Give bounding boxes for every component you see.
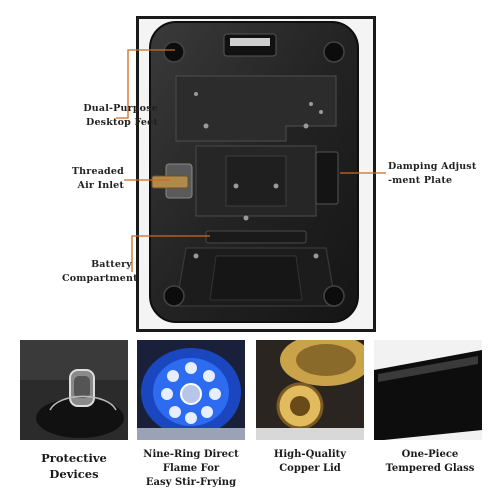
feature-caption-protective: Protective Devices [14,450,134,482]
feature-caption-copper-lid: High-Quality Copper Lid [250,448,370,476]
feature-image-flame [137,340,245,440]
feature-caption-line: Tempered Glass [385,463,475,474]
feature-caption-line: Easy Stir-Frying [145,477,237,488]
feature-caption-line: Protective [41,451,107,465]
callout-feet: Dual-Purpose Desktop Feet [48,102,158,130]
feature-caption-line: Devices [49,467,99,481]
callout-battery-line1: Battery [91,259,132,270]
feature-caption-glass: One-Piece Tempered Glass [370,448,490,476]
feature-caption-line: Copper Lid [279,463,341,474]
feature-strip: Protective Devices Nine-Ring Direct Flam… [0,336,500,494]
callout-damping-line1: Damping Adjust [388,161,477,172]
callout-damping: Damping Adjust -ment Plate [388,160,500,188]
feature-caption-line: One-Piece [401,449,459,460]
feature-image-glass [374,340,482,440]
feature-caption-line: Flame For [162,463,220,474]
callout-feet-line1: Dual-Purpose [83,103,158,114]
callout-battery: Battery Compartment [62,258,138,286]
feature-image-protective [20,340,128,440]
callout-inlet-line1: Threaded [71,166,124,177]
callout-lines [116,49,386,272]
feature-caption-line: High-Quality [273,449,347,460]
feature-image-copper-lid [256,340,364,440]
feature-caption-line: Nine-Ring Direct [143,449,239,460]
callout-damping-line2: -ment Plate [388,175,453,186]
product-diagram: Dual-Purpose Desktop Feet Threaded Air I… [48,16,500,332]
feature-caption-flame: Nine-Ring Direct Flame For Easy Stir-Fry… [131,448,251,490]
callout-inlet: Threaded Air Inlet [64,165,124,193]
callout-battery-line2: Compartment [62,273,138,284]
callout-inlet-line2: Air Inlet [77,180,124,191]
callout-feet-line2: Desktop Feet [86,117,158,128]
stove-bottom-view [149,21,359,323]
